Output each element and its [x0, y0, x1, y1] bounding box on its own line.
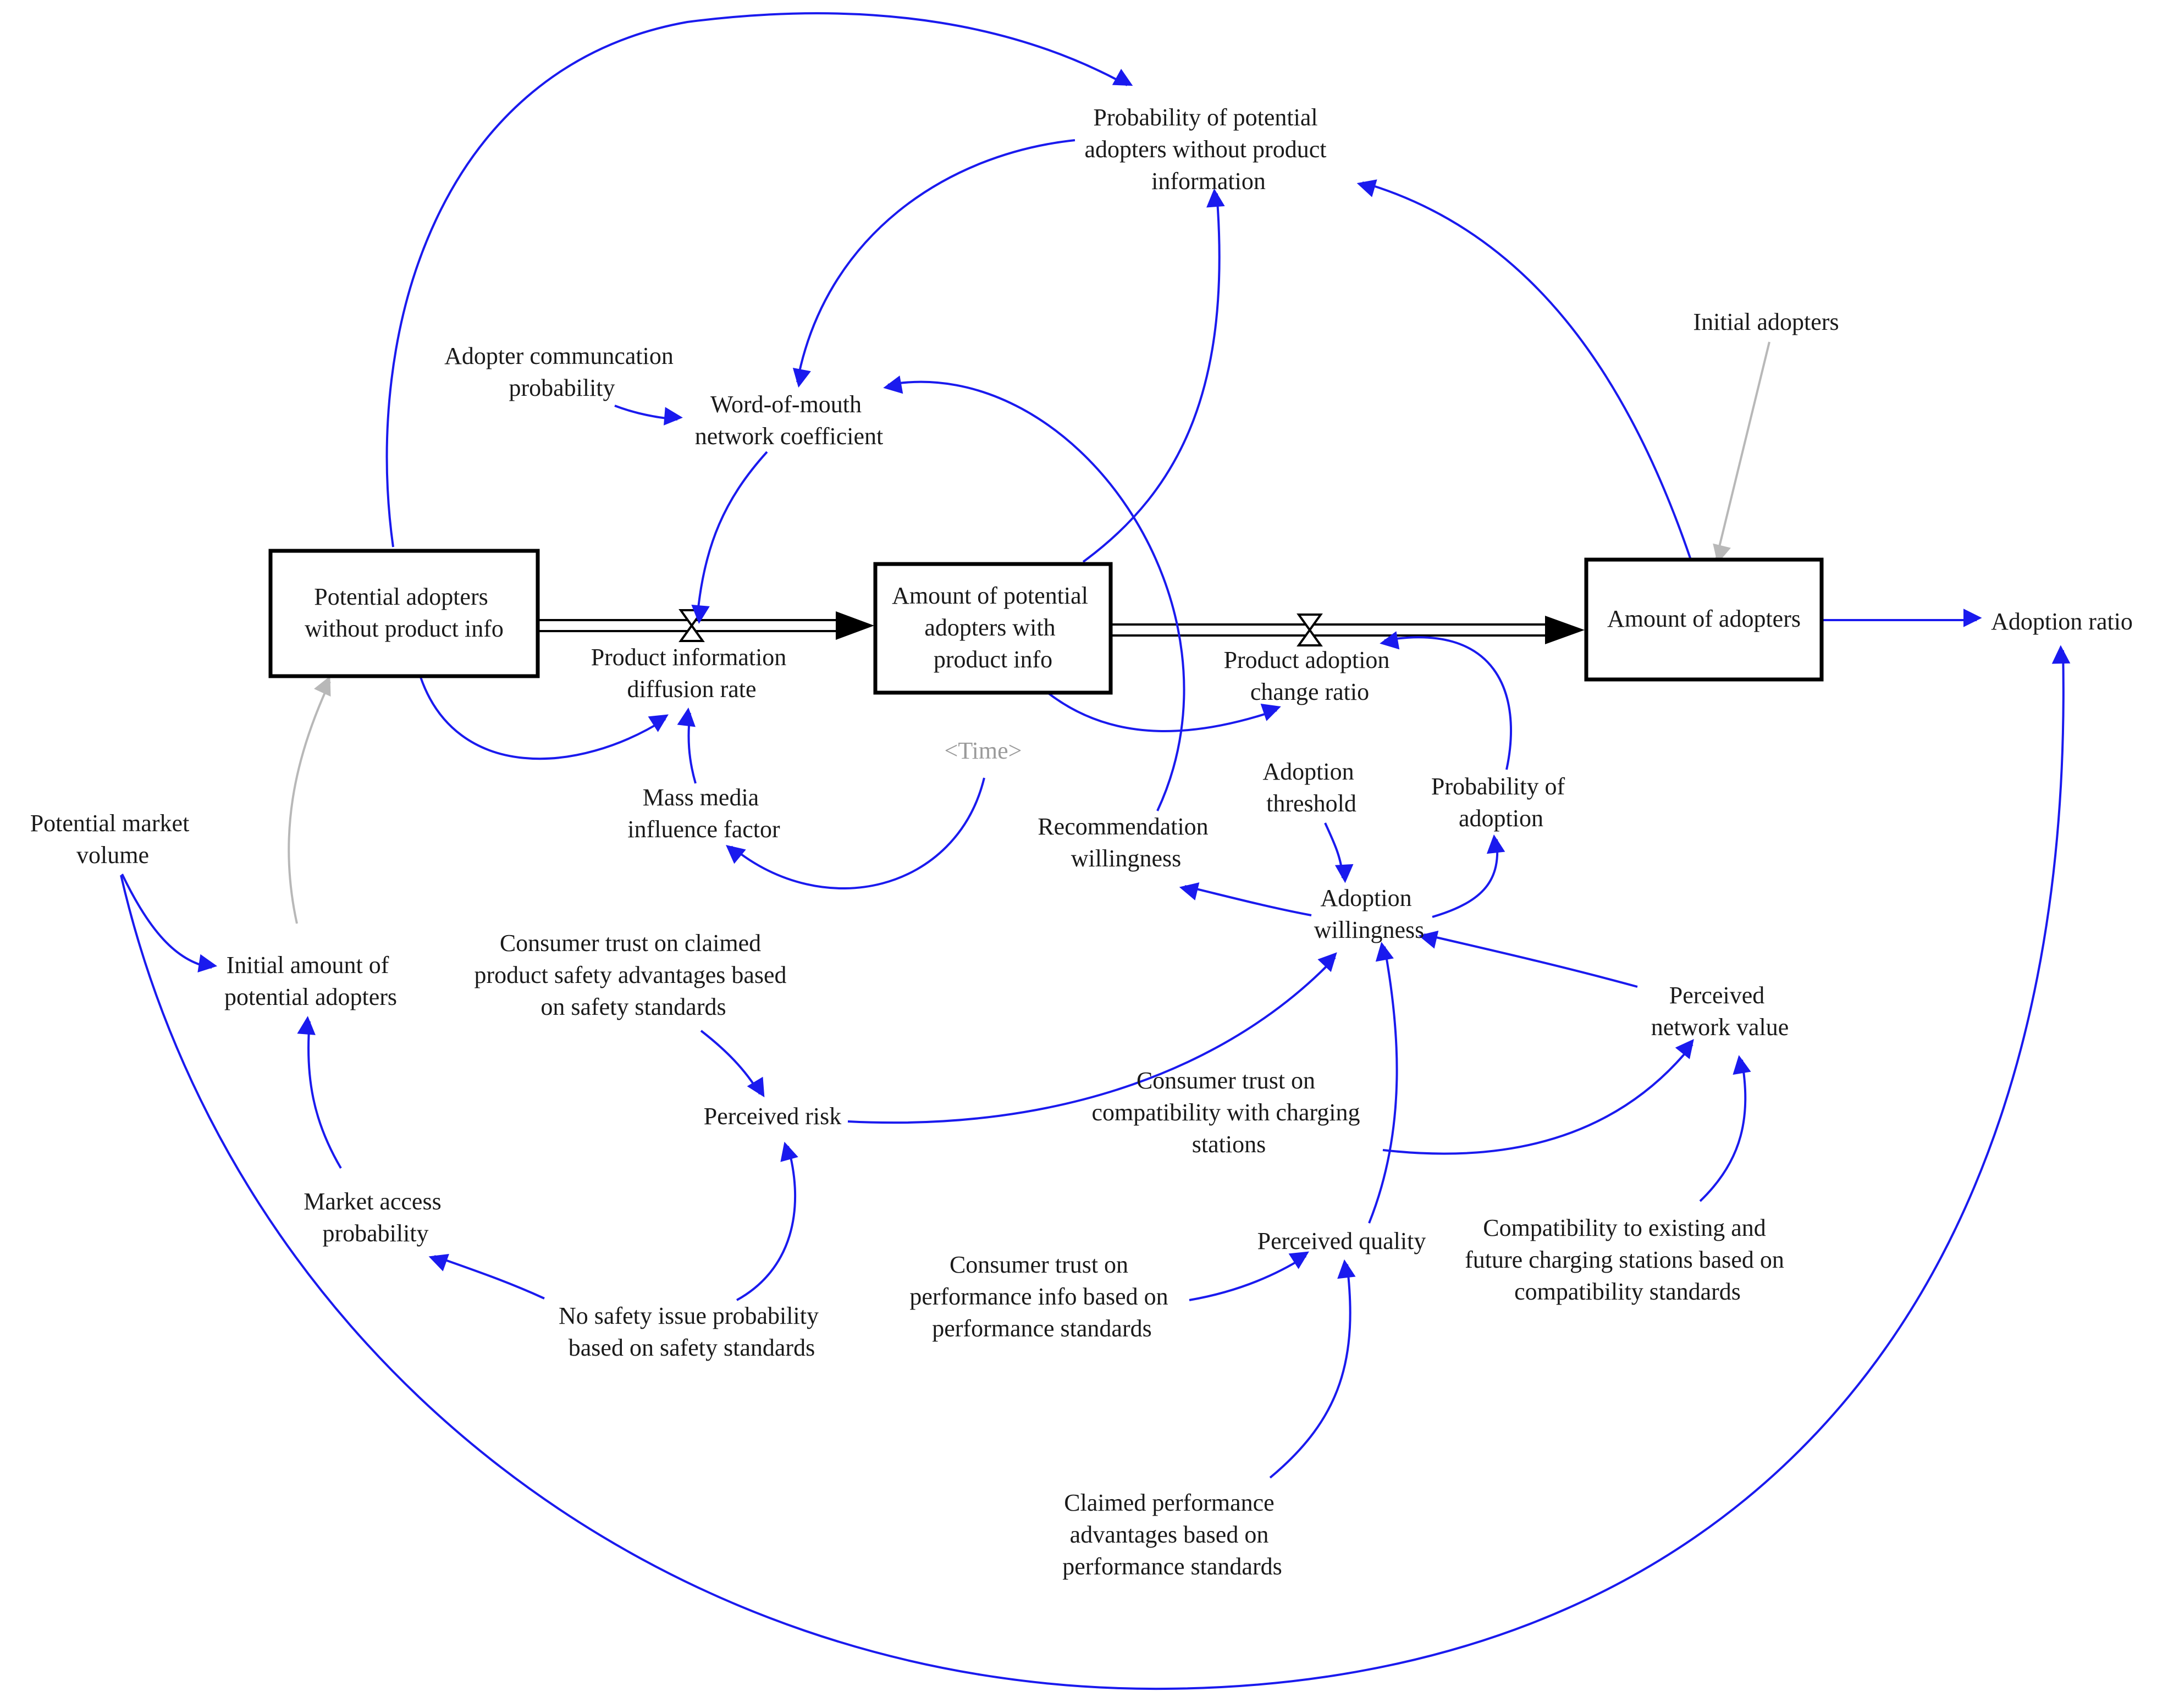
variable-probability-of-adoption: Probability of adoption [1431, 773, 1571, 832]
link-market-volume-to-adoption-ratio [120, 645, 2071, 1690]
variable-wom-coefficient: Word-of-mouth network coefficient [695, 391, 883, 450]
link-market-volume-to-initial-potential [121, 874, 218, 972]
stock-label: Amount of adopters [1607, 605, 1801, 632]
stock-potential-adopters: Potential adopters without product info [268, 549, 540, 678]
variable-potential-market-volume: Potential market volume [30, 810, 196, 869]
variable-time-shadow: <Time> [945, 737, 1022, 764]
valve-icon [678, 609, 705, 642]
stock-potential-adopters-with-info: Amount of potential adopters with produc… [873, 562, 1113, 695]
link-prob-adoption-to-adoption-change [1380, 631, 1513, 770]
stock-adopters: Amount of adopters [1584, 557, 1824, 682]
variable-claimed-performance: Claimed performance advantages based on … [1062, 1489, 1282, 1580]
link-claimed-performance-to-quality [1269, 1259, 1356, 1479]
variable-initial-potential-adopters: Initial amount of potential adopters [224, 952, 397, 1010]
link-willingness-to-prob-adoption [1432, 834, 1505, 918]
link-wom-to-diffusion [691, 451, 768, 624]
variable-adoption-ratio: Adoption ratio [1991, 608, 2133, 635]
link-risk-to-adoption-willingness [847, 952, 1337, 1124]
link-market-access-to-initial-potential [297, 1016, 342, 1169]
variable-prob-without-info: Probability of potential adopters withou… [1085, 104, 1333, 195]
link-trust-safety-to-perceived-risk [700, 1030, 765, 1098]
variable-trust-compatibility: Consumer trust on compatibility with cha… [1092, 1067, 1366, 1158]
variable-initial-adopters: Initial adopters [1693, 308, 1839, 335]
variable-trust-safety-claims: Consumer trust on claimed product safety… [474, 930, 792, 1020]
variable-perceived-quality: Perceived quality [1257, 1228, 1426, 1254]
link-comm-prob-to-wom [614, 405, 683, 425]
link-recommendation-to-wom [883, 375, 1185, 811]
flow-label-diffusion-rate: Product information diffusion rate [591, 644, 793, 703]
variable-market-access-probability: Market access probability [304, 1188, 447, 1247]
flow-label-adoption-change-ratio: Product adoption change ratio [1224, 646, 1396, 705]
stock-label: Potential adopters without product info [305, 583, 504, 642]
link-initial-adopters-to-adopters [1713, 341, 1770, 564]
variable-compatibility-standards: Compatibility to existing and future cha… [1465, 1214, 1790, 1305]
variable-mass-media: Mass media influence factor [627, 784, 780, 843]
link-threshold-to-willingness [1324, 822, 1354, 883]
variable-recommendation-willingness: Recommendation willingness [1038, 813, 1214, 872]
link-time-to-mass-media [726, 777, 985, 890]
link-with-info-to-adoption-change [1048, 693, 1281, 732]
variable-adoption-threshold: Adoption threshold [1262, 758, 1360, 817]
link-no-safety-to-perceived-risk [736, 1141, 798, 1301]
variable-trust-performance: Consumer trust on performance info based… [909, 1251, 1174, 1342]
link-quality-to-willingness [1368, 942, 1398, 1224]
link-with-info-to-prob-without-info [1082, 188, 1225, 563]
link-potential-to-diffusion [420, 677, 669, 760]
link-adopters-to-prob-without-info [1356, 179, 1692, 560]
link-initial-potential-to-stock [288, 676, 331, 924]
link-prob-without-info-to-wom [792, 139, 1075, 388]
flow-pipe-adoption [1111, 616, 1585, 644]
valve-icon [1297, 613, 1323, 646]
variable-no-safety-issue: No safety issue probability based on saf… [559, 1302, 825, 1361]
link-mass-media-to-diffusion [677, 707, 697, 784]
variable-perceived-network-value: Perceived network value [1651, 982, 1789, 1041]
variable-adopter-comm-prob: Adopter communcation probability [444, 342, 680, 401]
link-no-safety-to-market-access [428, 1254, 545, 1300]
link-network-value-to-willingness [1418, 930, 1638, 988]
link-potential-to-prob-without-info [385, 12, 1133, 548]
flow-pipe-diffusion [539, 611, 874, 640]
link-compat-standards-to-network-value [1699, 1055, 1751, 1202]
stock-label: Amount of potential adopters with produc… [892, 582, 1094, 673]
link-willingness-to-recommendation [1179, 882, 1312, 916]
variable-adoption-willingness: Adoption willingness [1314, 885, 1424, 943]
link-trust-compat-to-network-value [1382, 1039, 1694, 1155]
link-trust-performance-to-quality [1189, 1251, 1309, 1301]
variable-perceived-risk: Perceived risk [704, 1103, 841, 1130]
